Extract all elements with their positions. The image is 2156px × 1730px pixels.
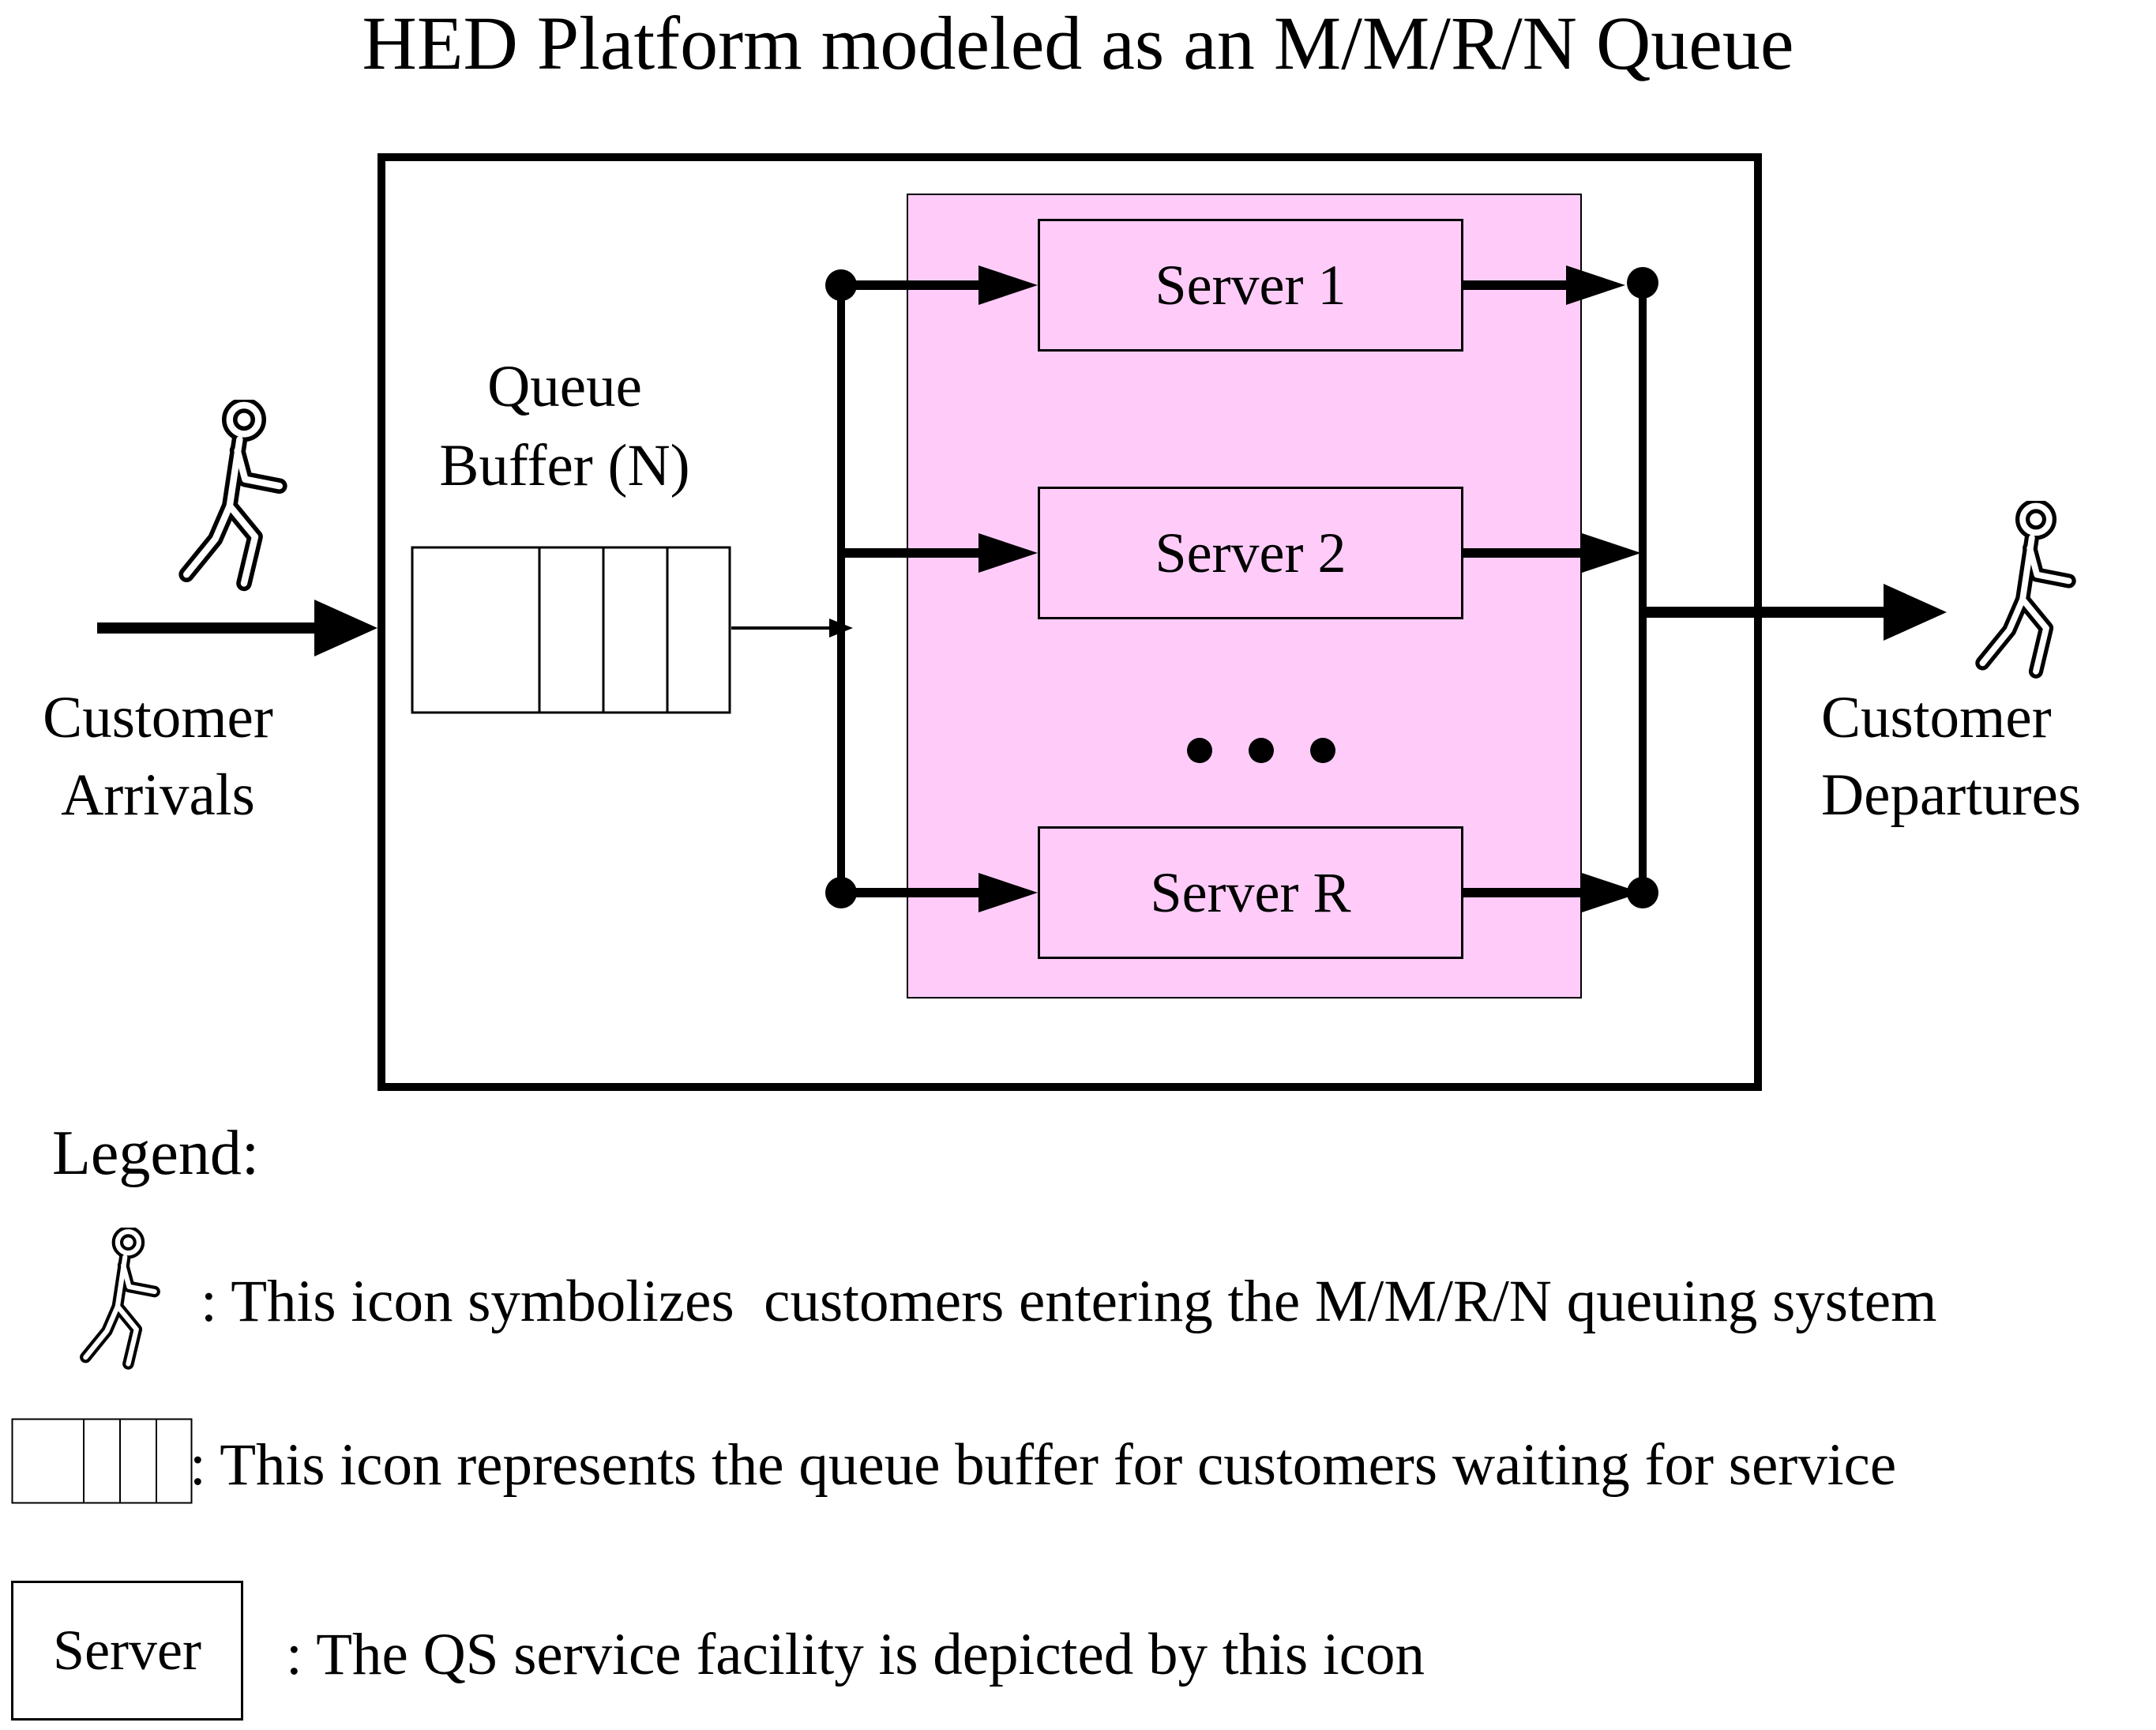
server-2-label: Server 2 (1155, 521, 1347, 585)
server2-output-arrow-line (1463, 548, 1582, 558)
arrival-arrowhead (314, 600, 377, 656)
fanin-bottom-junction-dot (1627, 877, 1658, 908)
fanin-line (1639, 283, 1647, 893)
server2-output-arrowhead (1582, 533, 1641, 573)
departure-walking-person-icon (1974, 501, 2077, 686)
fanout-line (837, 285, 845, 893)
arrival-walking-person-icon (178, 400, 288, 599)
legend-row-1-text: : This icon symbolizes customers enterin… (201, 1269, 1937, 1334)
buffer-output-arrow-line (731, 626, 829, 630)
system-boundary-box (377, 153, 1762, 1091)
server-R-box: Server R (1038, 826, 1463, 959)
server2-input-arrow-line (841, 548, 978, 558)
server1-input-arrowhead (978, 265, 1038, 305)
legend-walking-person-icon (79, 1228, 161, 1375)
diagram-title: HED Platform modeled as an M/M/R/N Queue (362, 1, 1794, 85)
ellipsis-dot (1249, 738, 1274, 763)
ellipsis-dot (1310, 738, 1335, 763)
server1-output-arrowhead (1566, 265, 1625, 305)
fanin-top-junction-dot (1627, 267, 1658, 299)
server2-input-arrowhead (978, 533, 1038, 573)
server-2-box: Server 2 (1038, 487, 1463, 619)
ellipsis-dot (1187, 738, 1212, 763)
legend-heading: Legend: (52, 1119, 260, 1188)
queue-buffer-icon (411, 546, 731, 714)
serverR-input-arrow-line (841, 888, 978, 897)
server1-input-arrow-line (841, 280, 978, 290)
arrival-arrow-line (97, 622, 314, 634)
server-R-label: Server R (1150, 860, 1351, 924)
server-1-box: Server 1 (1038, 219, 1463, 352)
legend-row-3-text: : The QS service facility is depicted by… (286, 1622, 1425, 1687)
legend-server-box-icon: Server (11, 1581, 243, 1721)
customer-arrivals-label: Customer Arrivals (43, 685, 273, 828)
queue-buffer-label: Queue Buffer (N) (439, 354, 690, 498)
customer-departures-label: Customer Departures (1821, 685, 2082, 828)
legend-row-2-text: : This icon represents the queue buffer … (190, 1432, 1897, 1498)
departure-arrow-line (1643, 607, 1884, 618)
legend-queue-buffer-icon (11, 1418, 193, 1504)
serverR-output-arrow-line (1463, 888, 1582, 897)
server-1-label: Server 1 (1155, 253, 1347, 317)
legend-server-box-label: Server (53, 1619, 201, 1682)
serverR-input-arrowhead (978, 873, 1038, 912)
departure-arrowhead (1884, 584, 1947, 641)
server1-output-arrow-line (1463, 280, 1566, 290)
